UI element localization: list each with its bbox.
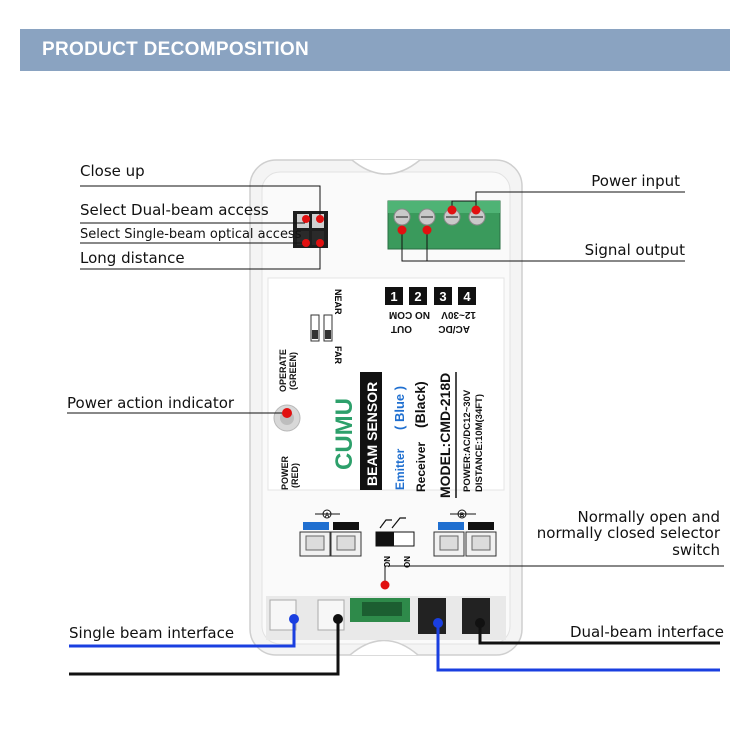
distance-spec: DISTANCE:10M(34FT) — [474, 394, 485, 492]
power-spec: POWER:AC/DC12~30V — [462, 389, 473, 492]
terminal-block[interactable] — [387, 200, 501, 250]
terminal-power-caption: AC/DC — [438, 323, 470, 334]
terminal-number-1: 1 — [390, 289, 397, 304]
terminal-power-labels: 12~30V — [441, 309, 476, 320]
callout-power-input: Power input — [591, 172, 680, 190]
connector-a-label: A — [325, 513, 330, 519]
pcb-bottom-strip — [266, 596, 506, 640]
dip-near-label: NEAR — [333, 289, 343, 315]
connector-group-b[interactable]: B — [433, 509, 497, 557]
terminal-number-2: 2 — [414, 289, 421, 304]
nc-no-selector-switch[interactable]: NC NO — [375, 517, 415, 568]
terminal-number-4: 4 — [463, 289, 471, 304]
section-banner: PRODUCT DECOMPOSITION — [20, 29, 730, 71]
dual-beam-receiver-marker — [475, 618, 485, 628]
callout-single-beam-interface: Single beam interface — [69, 624, 235, 642]
switch-no-label: NO — [402, 556, 411, 568]
red-markers — [282, 205, 481, 590]
page-title: PRODUCT DECOMPOSITION — [42, 39, 310, 60]
product-name: BEAM SENSOR — [364, 382, 380, 486]
callout-switch-line1: Normally open and — [577, 508, 720, 526]
operate-label: OPERATE — [278, 349, 288, 392]
emitter-color: ( Blue ) — [392, 386, 407, 430]
brand-logo: CUMU — [331, 398, 358, 470]
callout-close-up: Close up — [80, 162, 145, 180]
receiver-label: Receiver — [414, 442, 428, 492]
callout-long-distance: Long distance — [80, 249, 185, 267]
single-beam-receiver-marker — [333, 614, 343, 624]
connector-group-a[interactable]: A — [299, 509, 362, 557]
callout-dual-beam-access: Select Dual-beam access — [80, 201, 269, 219]
receiver-color: (Black) — [412, 381, 428, 428]
terminal-out-labels: NO COM — [389, 309, 430, 320]
power-led-label: POWER — [280, 455, 290, 490]
callout-switch-line2: normally closed selector — [536, 524, 720, 542]
dual-beam-emitter-marker — [433, 618, 443, 628]
callout-switch-line3: switch — [672, 541, 720, 559]
power-led-color-label: (RED) — [290, 463, 300, 488]
model-number: MODEL:CMD-218D — [437, 373, 453, 498]
callout-dual-beam-interface: Dual-beam interface — [569, 623, 724, 641]
emitter-label: Emitter — [393, 448, 407, 490]
interface-wires — [69, 620, 720, 676]
terminal-number-row: 1 2 3 4 — [385, 287, 476, 305]
dip-far-label: FAR — [333, 346, 343, 365]
terminal-number-3: 3 — [439, 289, 446, 304]
callout-power-action-indicator: Power action indicator — [67, 394, 235, 412]
dip-switch-near-far: NEAR FAR — [310, 289, 343, 365]
operate-color-label: (GREEN) — [288, 352, 298, 390]
callout-signal-output: Signal output — [584, 241, 685, 259]
callout-single-beam-access: Select Single-beam optical access — [80, 227, 302, 242]
terminal-out-caption: OUT — [391, 323, 412, 334]
single-beam-emitter-marker — [289, 614, 299, 624]
connector-b-label: B — [460, 513, 465, 519]
switch-nc-label: NC — [382, 556, 391, 568]
